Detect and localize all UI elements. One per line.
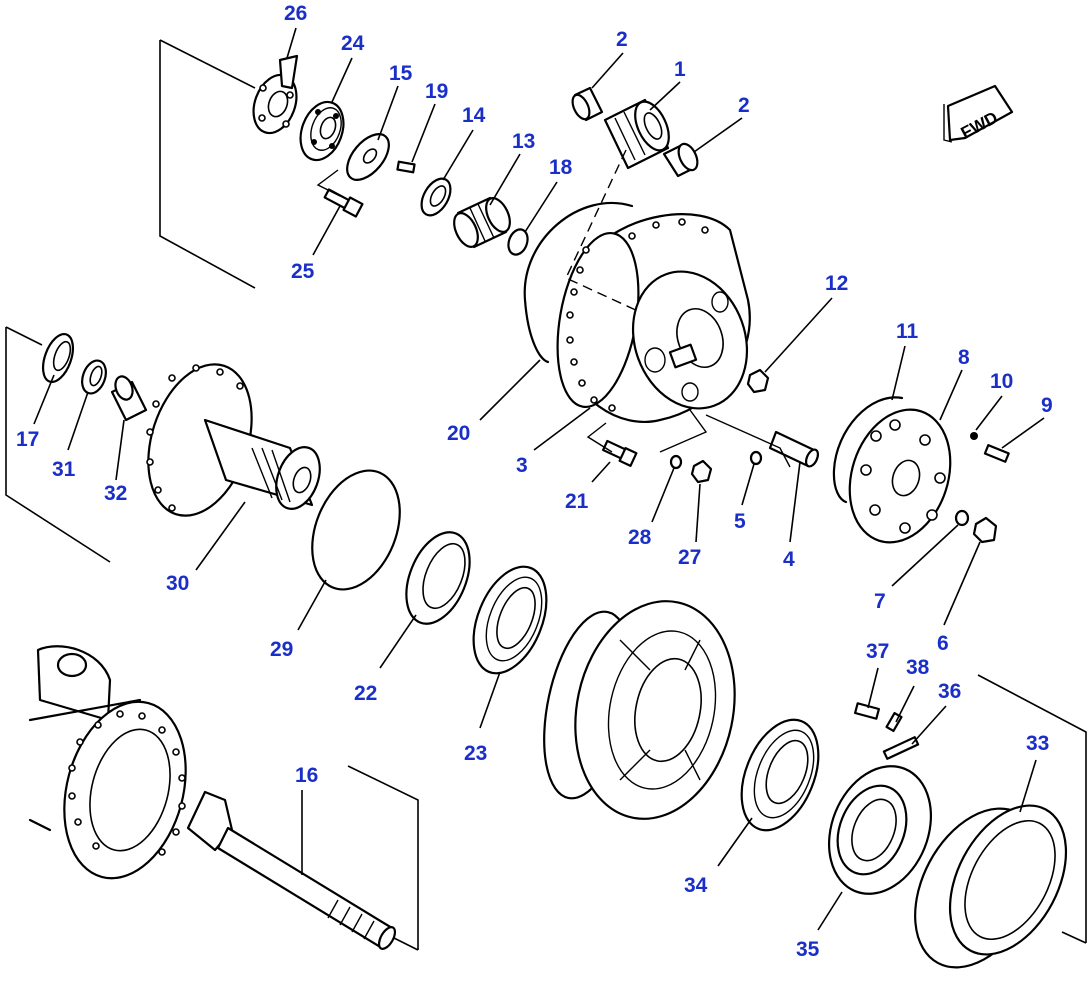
carrier-axis-line	[565, 149, 641, 313]
callout-22: 22	[354, 682, 377, 705]
part-seal-17	[41, 332, 75, 384]
callout-38: 38	[906, 656, 930, 679]
part-ring-28	[669, 454, 683, 470]
callout-29: 29	[270, 638, 293, 661]
nut-27-guide	[659, 409, 708, 453]
callout-16: 16	[295, 764, 318, 787]
bolt-21-guide	[586, 422, 613, 453]
callout-4: 4	[783, 548, 795, 571]
shaft-guide-line	[705, 414, 791, 468]
part-bearing-1	[603, 98, 670, 170]
callout-14: 14	[462, 104, 486, 127]
callout-11: 11	[896, 320, 919, 343]
part-gasket-11	[832, 396, 904, 504]
part-cover-8	[848, 408, 952, 544]
callout-28: 28	[628, 526, 652, 549]
part-bolt-37	[853, 702, 881, 720]
bracket-lines	[5, 39, 1087, 951]
part-bolt-9	[983, 444, 1010, 463]
callout-33: 33	[1026, 732, 1049, 755]
part-nut-12	[746, 368, 770, 394]
callout-30: 30	[166, 572, 189, 595]
part-lock-plate-26	[252, 54, 299, 135]
callout-1: 1	[674, 58, 686, 81]
callout-9: 9	[1041, 394, 1053, 417]
part-gear-hub-35	[827, 765, 933, 895]
part-cone-2-upper	[571, 86, 604, 122]
callout-2-right: 2	[738, 94, 750, 117]
part-o-ring-5	[749, 450, 763, 466]
callout-31: 31	[52, 458, 76, 481]
bolt-25-guide	[316, 169, 341, 197]
part-pin-19	[396, 160, 416, 174]
part-carrier-housing-3	[556, 213, 751, 423]
part-bushing-32	[110, 375, 148, 422]
callout-2-top: 2	[616, 28, 628, 51]
callout-20: 20	[447, 422, 470, 445]
part-nut-27	[690, 459, 713, 484]
part-o-ring-7	[954, 509, 970, 527]
callout-15: 15	[389, 62, 413, 85]
part-o-ring-29	[311, 469, 401, 591]
callout-37: 37	[866, 640, 889, 663]
part-plug-10	[970, 432, 978, 440]
part-ring-gear-33	[914, 804, 1068, 969]
part-bolt-21	[602, 439, 638, 467]
part-spindle-30	[147, 363, 321, 517]
callout-24: 24	[341, 32, 365, 55]
callout-6: 6	[937, 632, 949, 655]
callout-27: 27	[678, 546, 701, 569]
part-cone-2-right	[662, 142, 699, 178]
housing-bolt-holes	[68, 710, 186, 856]
callout-18: 18	[549, 156, 573, 179]
spindle-bolt-holes	[146, 364, 244, 512]
callout-17: 17	[16, 428, 39, 451]
part-needle-bearing-13	[453, 196, 511, 249]
part-pin-36	[882, 736, 920, 760]
callout-8: 8	[958, 346, 970, 369]
part-snap-ring-18	[507, 228, 529, 256]
callout-labels: 26 24 15 19 14 13 18 2 1 2 25 12 11 8 10…	[16, 2, 1053, 961]
callout-19: 19	[425, 80, 448, 103]
callout-13: 13	[512, 130, 535, 153]
callout-26: 26	[284, 2, 307, 25]
part-ring-31	[81, 359, 107, 395]
part-race-22	[405, 531, 471, 625]
fwd-direction-badge: FWD	[943, 84, 1014, 143]
part-wheel-hub	[543, 600, 736, 820]
part-snap-ring-20	[523, 201, 634, 364]
callout-32: 32	[104, 482, 127, 505]
callout-3: 3	[516, 454, 528, 477]
callout-35: 35	[796, 938, 820, 961]
callout-25: 25	[291, 260, 315, 283]
part-bearing-23	[472, 565, 548, 675]
callout-12: 12	[825, 272, 848, 295]
part-axle-shaft-16	[186, 790, 397, 950]
leader-lines	[33, 27, 1045, 931]
part-bearing-34	[740, 718, 820, 832]
carrier-bolt-holes	[566, 218, 709, 412]
callout-23: 23	[464, 742, 487, 765]
part-axle-housing	[28, 645, 187, 880]
callout-7: 7	[874, 590, 886, 613]
callout-34: 34	[684, 874, 708, 897]
callout-36: 36	[938, 680, 961, 703]
part-shaft-4	[768, 430, 820, 468]
callout-10: 10	[990, 370, 1013, 393]
part-washer-15	[346, 133, 390, 181]
part-bolt-25	[323, 188, 364, 218]
part-plug-6	[972, 516, 998, 544]
part-bearing-24	[299, 100, 345, 162]
callout-21: 21	[565, 490, 589, 513]
part-seal-14	[420, 177, 452, 217]
callout-5: 5	[734, 510, 746, 533]
